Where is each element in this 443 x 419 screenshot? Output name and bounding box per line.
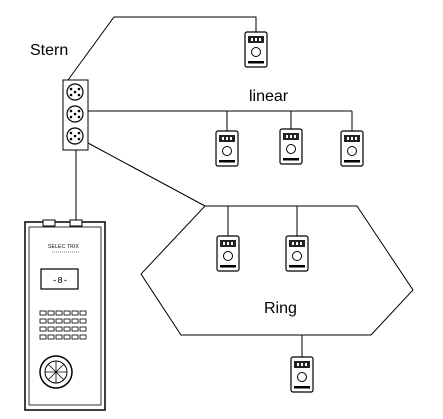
module-linear-3 — [340, 130, 364, 167]
socket-2 — [66, 105, 84, 123]
controller-brand-label: SELEC TRIX — [48, 244, 80, 250]
controller-display-text: -8- — [52, 276, 69, 286]
central-controller — [24, 219, 106, 411]
module-linear-2 — [279, 128, 303, 165]
controller-display — [40, 268, 79, 290]
socket-1 — [66, 83, 84, 101]
star-distributor — [62, 79, 89, 151]
module-top — [244, 31, 268, 68]
controller-keypad — [39, 310, 87, 340]
connection-lines — [67, 16, 414, 357]
module-linear-1 — [215, 130, 239, 167]
ring-bus — [140, 205, 414, 336]
label-stern: Stern — [30, 42, 69, 59]
controller-knob — [39, 355, 73, 389]
controller-connectors — [42, 219, 83, 227]
line-star-to-top-module — [67, 16, 257, 81]
label-linear: linear — [249, 88, 289, 105]
module-ring-1 — [216, 235, 240, 272]
socket-3 — [66, 127, 84, 145]
label-ring: Ring — [264, 300, 297, 317]
line-star-to-ring — [87, 142, 206, 207]
module-ring-2 — [285, 235, 309, 272]
module-ring-bottom — [290, 356, 314, 393]
